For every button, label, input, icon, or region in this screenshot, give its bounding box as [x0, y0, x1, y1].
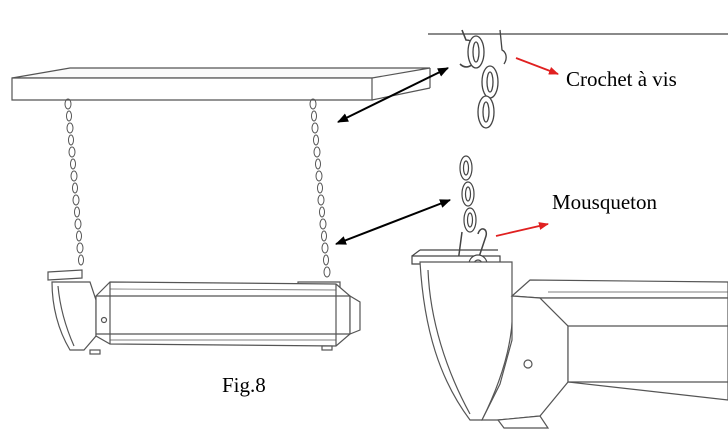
carabiner-detail: [411, 155, 501, 274]
carabiner-label: Mousqueton: [552, 190, 657, 214]
hook-pointer-arrow: [515, 57, 559, 75]
figure-caption: Fig.8: [222, 373, 266, 397]
heater-end-detail: [419, 261, 728, 429]
carabiner-pointer-arrow: [495, 222, 549, 237]
right-chain: [309, 98, 331, 278]
hook-label: Crochet à vis: [566, 67, 677, 91]
carabiner-double-arrow: [335, 199, 451, 245]
pointer-arrows: [335, 57, 559, 245]
hook-detail: [428, 29, 728, 129]
hook-double-arrow: [337, 67, 449, 123]
ceiling-board: [11, 67, 431, 101]
left-chain: [64, 98, 84, 266]
heater-body: [47, 269, 361, 355]
